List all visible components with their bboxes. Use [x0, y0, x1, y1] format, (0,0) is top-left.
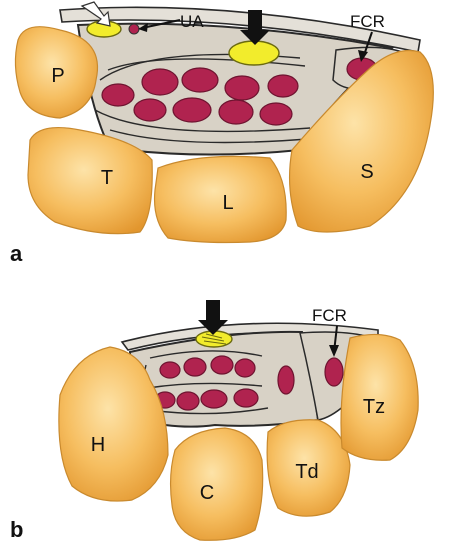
flexor-tendon: [225, 76, 259, 100]
flexor-tendon: [268, 75, 298, 97]
flexor-tendon: [173, 98, 211, 122]
label-UA: UA: [180, 12, 204, 31]
label-Td: Td: [295, 461, 318, 483]
label-Tz: Tz: [363, 396, 385, 418]
label-FCR-a: FCR: [350, 12, 385, 31]
flexor-tendon: [201, 390, 227, 408]
median-nerve-a: [229, 41, 279, 65]
flexor-tendon: [160, 362, 180, 378]
bone-lunate: [155, 156, 287, 242]
flexor-tendon: [234, 389, 258, 407]
flexor-tendon: [102, 84, 134, 106]
flexor-tendon: [184, 358, 206, 376]
panel-tag-a: a: [10, 241, 23, 266]
flexor-tendon: [134, 99, 166, 121]
panel-a: P T L S UA FCR a: [10, 2, 433, 266]
label-P: P: [51, 65, 64, 87]
panel-b: H C Td Tz FCR b: [10, 300, 418, 542]
label-L: L: [222, 192, 233, 214]
flexor-tendon: [211, 356, 233, 374]
flexor-tendon: [142, 69, 178, 95]
flexor-tendon: [177, 392, 199, 410]
label-S: S: [360, 161, 373, 183]
label-T: T: [101, 167, 113, 189]
label-H: H: [91, 434, 105, 456]
flexor-tendon: [182, 68, 218, 92]
fcr-tendon-b: [325, 358, 343, 386]
label-FCR-b: FCR: [312, 306, 347, 325]
ulnar-artery-a: [129, 24, 139, 34]
flexor-tendon: [278, 366, 294, 394]
bone-capitate: [171, 428, 263, 540]
flexor-tendon: [235, 359, 255, 377]
flexor-tendon: [219, 100, 253, 124]
panel-tag-b: b: [10, 517, 23, 542]
flexor-tendon: [260, 103, 292, 125]
label-C: C: [200, 482, 214, 504]
